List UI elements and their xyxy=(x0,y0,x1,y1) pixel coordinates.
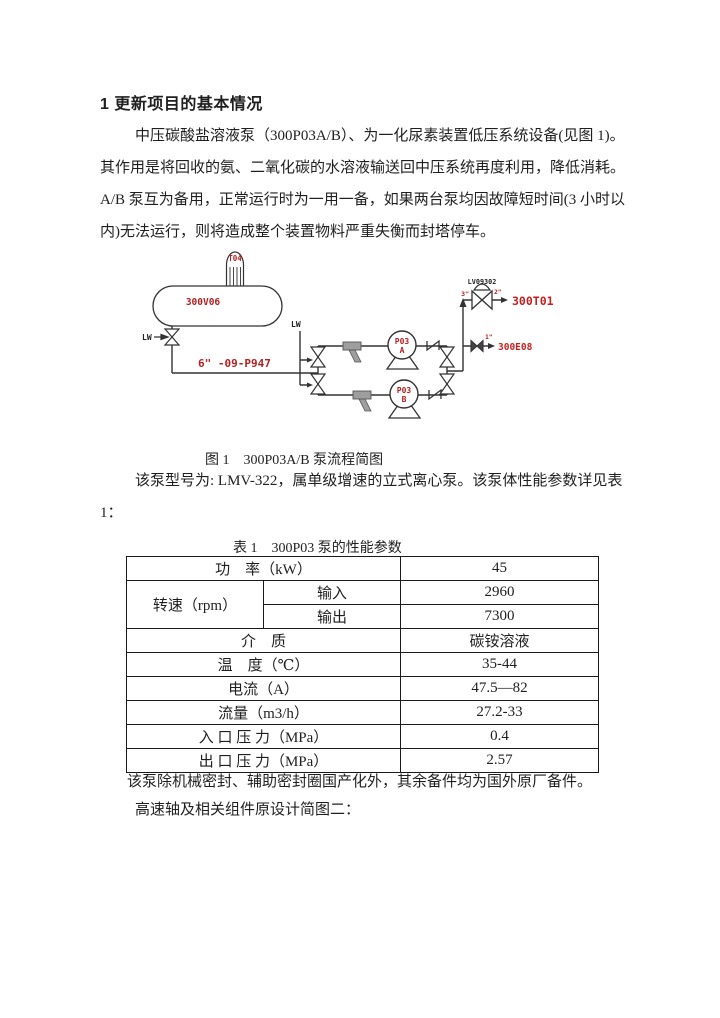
spare-parts-paragraph: 该泵除机械密封、辅助密封圈国产化外，其余备件均为国外原厂备件。 xyxy=(100,766,640,798)
e08-valve-icon xyxy=(470,339,484,353)
speed-in-value-cell: 2960 xyxy=(400,580,600,605)
section-heading: 1 更新项目的基本情况 xyxy=(100,96,263,113)
strainer-a-icon xyxy=(342,341,362,363)
discharge-valve-a-icon xyxy=(438,346,456,368)
table-row: 电流（A） 47.5—82 xyxy=(125,676,600,701)
strainer-b-icon xyxy=(352,390,372,412)
speed-in-label-cell: 输入 xyxy=(262,580,402,605)
temp-value-cell: 35-44 xyxy=(400,652,600,677)
dest-top-label: 300T01 xyxy=(512,294,554,308)
medium-label-cell: 介 质 xyxy=(125,628,402,653)
speed-out-value-cell: 7300 xyxy=(400,604,600,629)
current-label-cell: 电流（A） xyxy=(125,676,402,701)
control-valve-lv09302 xyxy=(471,283,493,311)
pump-a: P03 A xyxy=(385,330,420,370)
paragraph-line: A/B 泵互为备用，正常运行时为一用一备，如果两台泵均因故障短时间(3 小时以 xyxy=(100,192,626,208)
table-row: 出 口 压 力（MPa） 2.57 xyxy=(125,748,600,773)
performance-table: 功 率（kW） 45 转速（rpm） 输入 2960 输出 7300 介 质 碳… xyxy=(125,556,600,773)
vessel-outlet-valve-icon xyxy=(163,328,181,346)
pump-b-label: P03 xyxy=(397,386,412,395)
mid-flow-arrowhead xyxy=(488,343,495,349)
table-row: 介 质 碳铵溶液 xyxy=(125,628,600,653)
vessel-top-column: T04 xyxy=(225,251,245,286)
paragraph-line: 1： xyxy=(100,505,123,521)
figure-caption: 图 1 300P03A/B 泵流程简图 xyxy=(205,453,384,468)
table-row: 输出 7300 xyxy=(127,604,600,629)
shaft-paragraph: 高速轴及相关组件原设计简图二： xyxy=(100,794,640,826)
outlet-pressure-value-cell: 2.57 xyxy=(400,748,600,773)
paragraph-line: 内)无法运行，则将造成整个装置物料严重失衡而封塔停车。 xyxy=(100,224,495,240)
discharge-valve-b-icon xyxy=(438,373,456,395)
size-3in-label: 3" xyxy=(461,290,469,298)
lw-mid-label: LW xyxy=(291,320,301,329)
temp-label-cell: 温 度（℃） xyxy=(125,652,402,677)
power-value-cell: 45 xyxy=(400,556,600,581)
power-label-cell: 功 率（kW） xyxy=(125,556,402,581)
table-row: 转速（rpm） 输入 2960 xyxy=(126,580,600,629)
table-row: 功 率（kW） 45 xyxy=(125,556,600,581)
intro-paragraph: 中压碳酸盐溶液泵（300P03A/B）、为一化尿素装置低压系统设备(见图 1)。… xyxy=(100,120,640,248)
pump-flow-diagram: T04 300V06 LW 6" -09-P947 LW xyxy=(140,250,640,450)
lw-stub-arrows xyxy=(307,357,313,388)
vessel-label: 300V06 xyxy=(186,297,221,308)
speed-label-cell: 转速（rpm） xyxy=(126,580,264,629)
size-1in-label: 1" xyxy=(485,333,493,341)
table-row: 温 度（℃） 35-44 xyxy=(125,652,600,677)
inlet-pressure-value-cell: 0.4 xyxy=(400,724,600,749)
current-value-cell: 47.5—82 xyxy=(400,676,600,701)
flow-value-cell: 27.2-33 xyxy=(400,700,600,725)
table-row: 入 口 压 力（MPa） 0.4 xyxy=(125,724,600,749)
pump-b: P03 B xyxy=(387,379,422,419)
suction-valve-b-icon xyxy=(309,373,327,395)
inlet-pressure-label-cell: 入 口 压 力（MPa） xyxy=(125,724,402,749)
speed-out-label-cell: 输出 xyxy=(262,604,402,629)
lw-left-label: LW xyxy=(142,333,152,342)
model-paragraph: 该泵型号为: LMV-322，属单级增速的立式离心泵。该泵体性能参数详见表 1： xyxy=(100,465,640,529)
table-title: 表 1 300P03 泵的性能参数 xyxy=(233,541,402,556)
paragraph-line: 中压碳酸盐溶液泵（300P03A/B）、为一化尿素装置低压系统设备(见图 1)。 xyxy=(135,128,625,144)
paragraph-line: 其作用是将回收的氨、二氧化碳的水溶液输送回中压系统再度利用，降低消耗。 xyxy=(100,160,626,176)
lw-left-arrow xyxy=(154,333,170,341)
pipe-spec-label: 6" -09-P947 xyxy=(198,357,271,370)
table-row: 流量（m3/h） 27.2-33 xyxy=(125,700,600,725)
column-label: T04 xyxy=(228,254,242,263)
pump-b-label: B xyxy=(402,395,407,404)
pump-a-label: A xyxy=(400,346,405,355)
paragraph-line: 高速轴及相关组件原设计简图二： xyxy=(135,802,361,818)
flow-label-cell: 流量（m3/h） xyxy=(125,700,402,725)
riser-arrowhead xyxy=(459,298,467,307)
pump-a-label: P03 xyxy=(395,337,410,346)
outlet-pressure-label-cell: 出 口 压 力（MPa） xyxy=(125,748,402,773)
top-flow-arrowhead xyxy=(501,297,508,303)
dest-mid-label: 300E08 xyxy=(498,342,533,353)
size-2in-label: 2" xyxy=(494,288,502,296)
check-valve-a-icon xyxy=(426,339,440,352)
vessel-300v06 xyxy=(152,285,283,327)
medium-value-cell: 碳铵溶液 xyxy=(400,628,600,653)
suction-valve-a-icon xyxy=(309,346,327,368)
control-valve-label: LV09302 xyxy=(468,278,497,286)
paragraph-line: 该泵型号为: LMV-322，属单级增速的立式离心泵。该泵体性能参数详见表 xyxy=(135,473,623,489)
paragraph-line: 该泵除机械密封、辅助密封圈国产化外，其余备件均为国外原厂备件。 xyxy=(127,774,593,790)
